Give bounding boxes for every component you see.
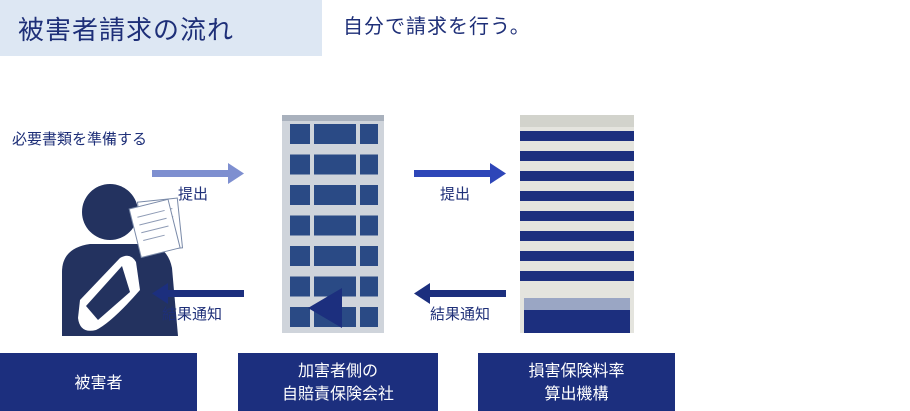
agency-box: 損害保険料率 算出機構	[478, 353, 675, 411]
victim-label: 被害者	[74, 372, 123, 392]
building-band	[520, 211, 634, 221]
page-title: 被害者請求の流れ	[18, 15, 235, 46]
agency-label-line1: 損害保険料率	[528, 361, 625, 380]
building-window	[314, 124, 356, 144]
victim-box: 被害者	[0, 353, 197, 411]
building-window	[290, 246, 310, 266]
page-subtitle: 自分で請求を行う。	[343, 14, 531, 38]
building-window	[314, 276, 356, 297]
building-window	[360, 307, 378, 327]
building-window	[314, 215, 356, 236]
building-band	[520, 231, 634, 241]
building-window	[290, 185, 310, 205]
building-window	[290, 215, 310, 236]
building-window	[360, 154, 378, 175]
building-window	[290, 124, 310, 144]
agency-label-line2: 算出機構	[544, 384, 609, 403]
arrow-agency-to-insurer	[414, 283, 506, 304]
building-band	[520, 191, 634, 201]
arrow-insurer-to-agency	[414, 163, 506, 184]
documents-icon	[128, 197, 184, 259]
title-banner: 被害者請求の流れ	[0, 0, 322, 56]
submit-label-1: 提出	[178, 185, 209, 203]
result-notice-label-2: 結果通知	[430, 305, 491, 323]
insurer-label-line1: 加害者側の	[297, 361, 378, 380]
result-notice-label-1: 結果通知	[162, 305, 223, 323]
submit-label-2: 提出	[440, 185, 471, 203]
building-window	[290, 276, 310, 297]
insurer-box: 加害者側の 自賠責保険会社	[238, 353, 438, 411]
agency-building-bands	[520, 131, 634, 281]
building-window	[314, 185, 356, 205]
building-band	[520, 151, 634, 161]
building-window	[360, 215, 378, 236]
building-window	[360, 124, 378, 144]
building-window	[360, 276, 378, 297]
building-window	[314, 154, 356, 175]
building-band	[520, 131, 634, 141]
building-band	[520, 171, 634, 181]
agency-building-icon	[520, 115, 634, 333]
building-band	[520, 251, 634, 261]
building-window	[290, 307, 310, 327]
building-band	[520, 271, 634, 281]
arrow-victim-to-insurer	[152, 163, 244, 184]
building-window	[360, 246, 378, 266]
insurer-building-windows	[290, 124, 378, 327]
arrow-insurer-to-victim	[152, 283, 244, 304]
building-window	[314, 246, 356, 266]
prepare-documents-note: 必要書類を準備する	[12, 130, 148, 148]
victim-icon	[62, 184, 178, 336]
building-window	[290, 154, 310, 175]
insurer-label-line2: 自賠責保険会社	[281, 384, 394, 403]
return-arrowhead-icon	[308, 288, 342, 328]
building-window	[360, 185, 378, 205]
